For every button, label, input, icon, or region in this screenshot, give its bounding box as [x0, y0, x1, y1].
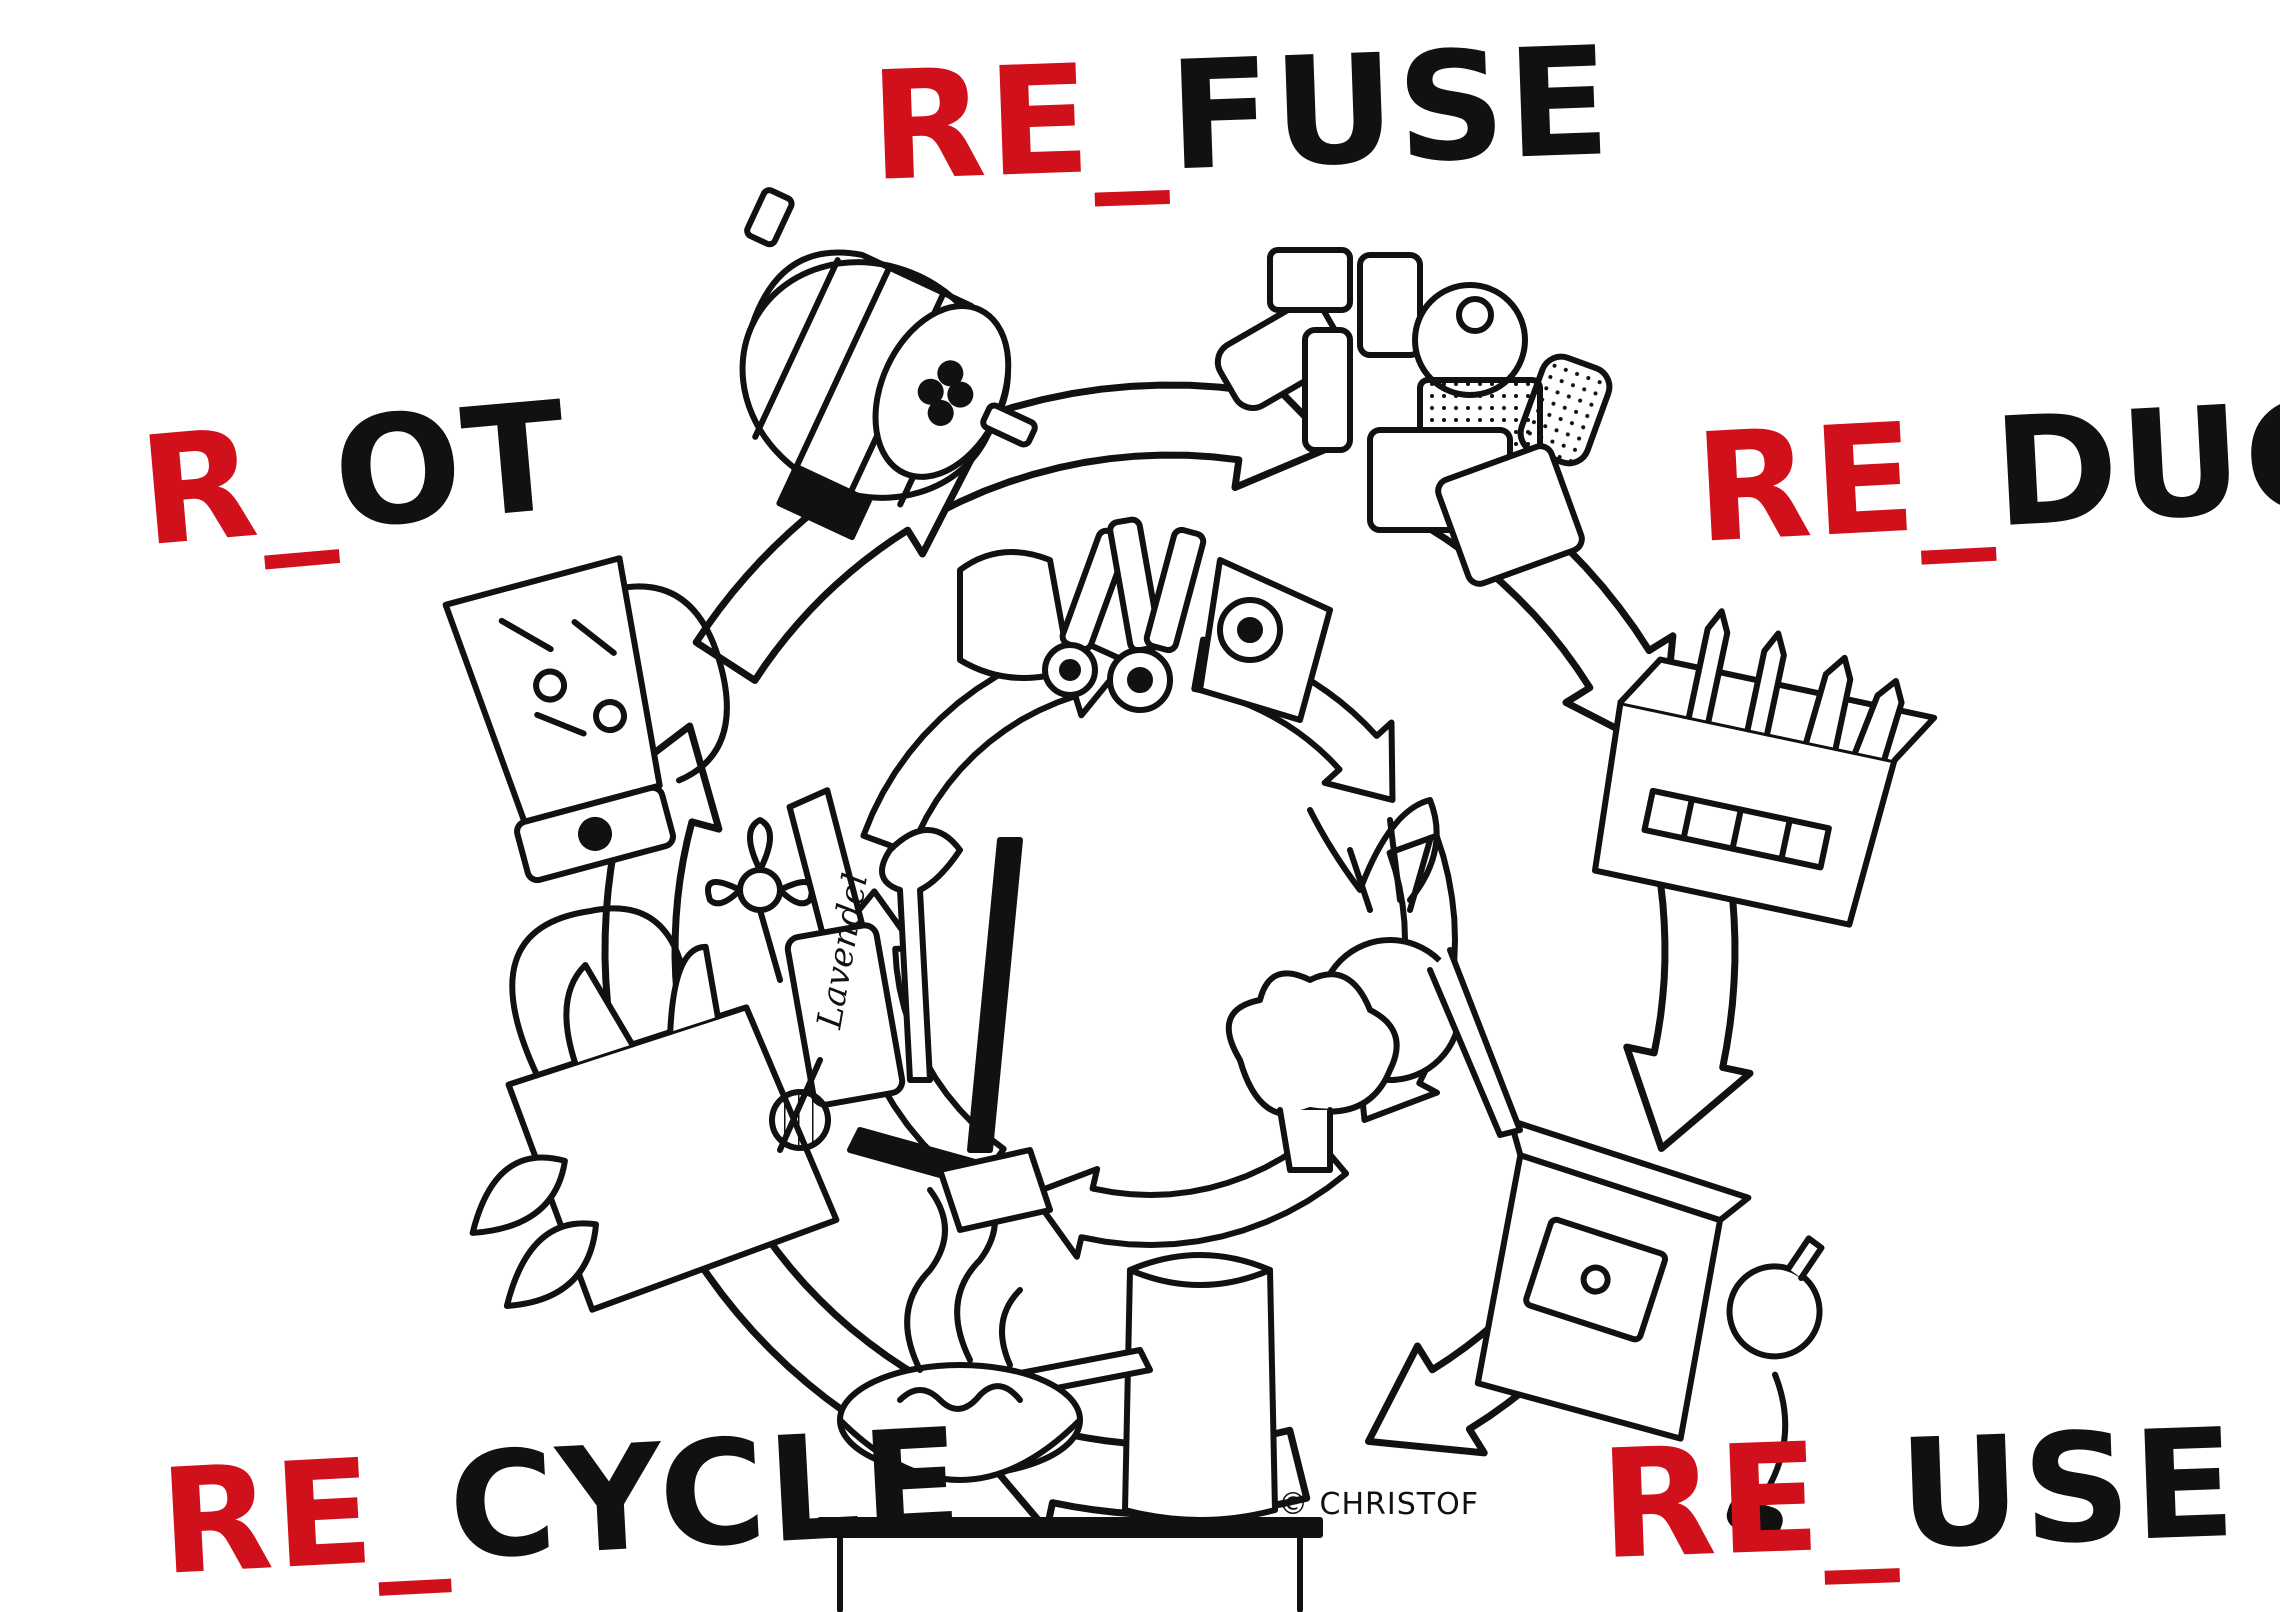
label-reduce: RE_DUCE — [1691, 363, 2280, 577]
reusable-containers-icon — [1214, 247, 1613, 587]
artist-signature: © CHRISTOF — [1278, 1487, 1479, 1522]
label-refuse-prefix: RE_ — [867, 30, 1173, 215]
label-reduce-prefix: RE_ — [1690, 387, 1999, 577]
label-rot-prefix: R_ — [133, 390, 343, 581]
label-recycle-word: CYCLE — [444, 1397, 968, 1593]
trash-bin-and-table-icon — [817, 1177, 1323, 1612]
blender-icon — [442, 555, 730, 884]
label-reduce-word: DUCE — [1989, 363, 2280, 562]
label-reuse-word: USE — [1895, 1396, 2241, 1583]
label-rot: R_OT — [133, 370, 575, 581]
inner-arrow — [1028, 1132, 1350, 1260]
bathroom-items-icon: Lavendel — [705, 787, 1053, 1233]
label-refuse-word: FUSE — [1165, 15, 1615, 205]
outer-arrow — [901, 359, 1338, 517]
bottle-crate-icon — [1591, 608, 1938, 928]
label-recycle-prefix: RE_ — [156, 1424, 454, 1608]
label-reuse-prefix: RE_ — [1597, 1408, 1903, 1594]
pasta-and-cloth-icon — [957, 516, 1333, 723]
shopping-bag-icon — [469, 905, 840, 1313]
label-rot-word: OT — [327, 369, 576, 564]
label-recycle: RE_CYCLE — [156, 1397, 967, 1608]
label-refuse: RE_FUSE — [867, 15, 1614, 215]
vegetables-icon — [1225, 797, 1523, 1173]
label-reuse: RE_USE — [1597, 1397, 2240, 1593]
wooden-barrel-icon — [739, 187, 1038, 541]
coffee-grinder-icon — [1474, 1117, 1825, 1538]
